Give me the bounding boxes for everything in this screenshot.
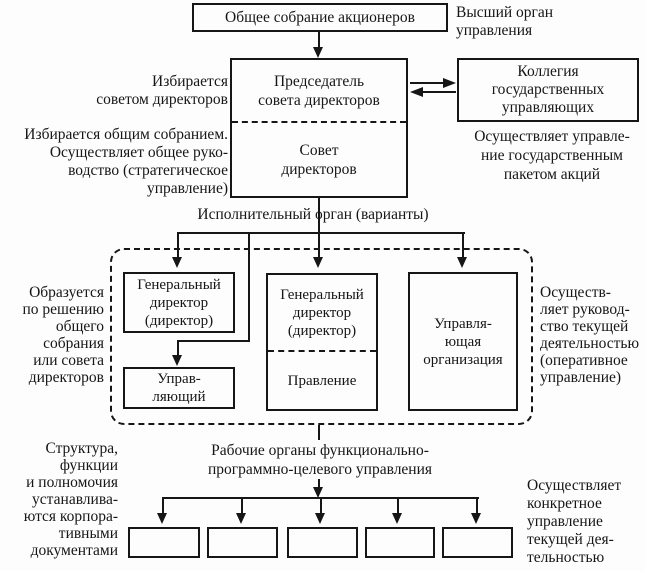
label-working-bodies: Рабочие органы функционально- программно… xyxy=(207,442,433,478)
connector-dept-3-arrowhead xyxy=(315,513,325,524)
note-structure-by-corporate-documents: Структура, функции и полномочия устанавл… xyxy=(23,440,118,559)
connector-working-branch-arrowhead xyxy=(313,487,323,498)
connector-collegium-chairman-left-arrowhead xyxy=(410,87,423,97)
connector-dept-5-arrowhead xyxy=(471,513,481,524)
box-general-director-mid: Генеральный директор (директор) xyxy=(268,275,376,352)
dept-box-2 xyxy=(207,527,278,558)
dept-box-5 xyxy=(442,527,513,558)
connector-branch-managing-org-arrowhead xyxy=(457,257,467,268)
connector-branch-manager-drop-line xyxy=(177,340,179,356)
connector-branch-gendir-left-arrowhead xyxy=(172,257,182,268)
dept-box-4 xyxy=(365,527,435,558)
connector-branch-gendir-left-line xyxy=(177,232,179,258)
box-manager: Управ- ляющий xyxy=(123,367,235,409)
connector-branch-manager-horizontal-line xyxy=(177,340,250,342)
connector-dept-2-arrowhead xyxy=(236,513,246,524)
connector-departments-branch-line xyxy=(162,497,479,499)
note-formed-by-decision: Образуется по решению общего собрания ил… xyxy=(22,284,104,386)
box-general-meeting: Общее собрание акционеров xyxy=(192,3,448,32)
connector-board-executive-line xyxy=(318,198,320,258)
connector-dept-3-line xyxy=(320,499,322,514)
note-elected-by-board: Избирается советом директоров xyxy=(96,73,228,108)
connector-executive-branch-line xyxy=(177,232,465,234)
connector-branch-manager-vertical-line xyxy=(248,232,250,342)
connector-container-working-stub-line xyxy=(318,425,320,440)
box-general-director-left: Генеральный директор (директор) xyxy=(123,272,235,333)
note-state-shares-management: Осуществляет управле- ние государственны… xyxy=(474,128,630,183)
connector-branch-gendir-mid-arrowhead xyxy=(313,257,323,268)
connector-collegium-chairman-left-line xyxy=(423,91,456,93)
dept-box-1 xyxy=(128,527,200,558)
connector-dept-1-arrowhead xyxy=(157,513,167,524)
connector-branch-managing-org-line xyxy=(462,232,464,258)
connector-chairman-collegium-right-arrowhead xyxy=(443,78,456,88)
connector-branch-manager-arrowhead xyxy=(172,355,182,366)
connector-dept-4-line xyxy=(397,499,399,514)
connector-dept-2-line xyxy=(241,499,243,514)
connector-meeting-chairman-line xyxy=(318,32,320,49)
connector-working-branch-line xyxy=(318,479,320,489)
box-state-collegium: Коллегия государственных управляющих xyxy=(457,58,639,122)
note-supreme-governing-body: Высший орган управления xyxy=(456,4,554,39)
box-chairman-of-board: Председатель совета директоров xyxy=(232,60,406,123)
executive-variants-dashed-container xyxy=(110,248,533,425)
box-chairman-board: Председатель совета директоров Совет дир… xyxy=(230,58,408,198)
label-executive-organ-variants: Исполнительный орган (варианты) xyxy=(197,206,429,223)
dept-box-3 xyxy=(287,527,358,558)
box-general-director-board: Генеральный директор (директор) Правлени… xyxy=(266,273,378,411)
connector-dept-1-line xyxy=(162,499,164,514)
connector-meeting-chairman-arrowhead xyxy=(313,47,323,58)
connector-chairman-collegium-right-line xyxy=(410,82,444,84)
box-managing-organization: Управля- ющая организация xyxy=(408,272,518,411)
connector-dept-4-arrowhead xyxy=(392,513,402,524)
connector-dept-5-line xyxy=(476,499,478,514)
note-concrete-current-management: Осуществляет конкретное управление текущ… xyxy=(527,477,622,566)
box-board-of-directors: Совет директоров xyxy=(281,141,357,178)
box-management-board: Правление xyxy=(287,372,357,389)
note-operative-management: Осуществ- ляет руковод- ство текущей дея… xyxy=(540,284,640,386)
note-elected-by-assembly: Избирается общим собранием. Осуществляет… xyxy=(24,126,228,197)
